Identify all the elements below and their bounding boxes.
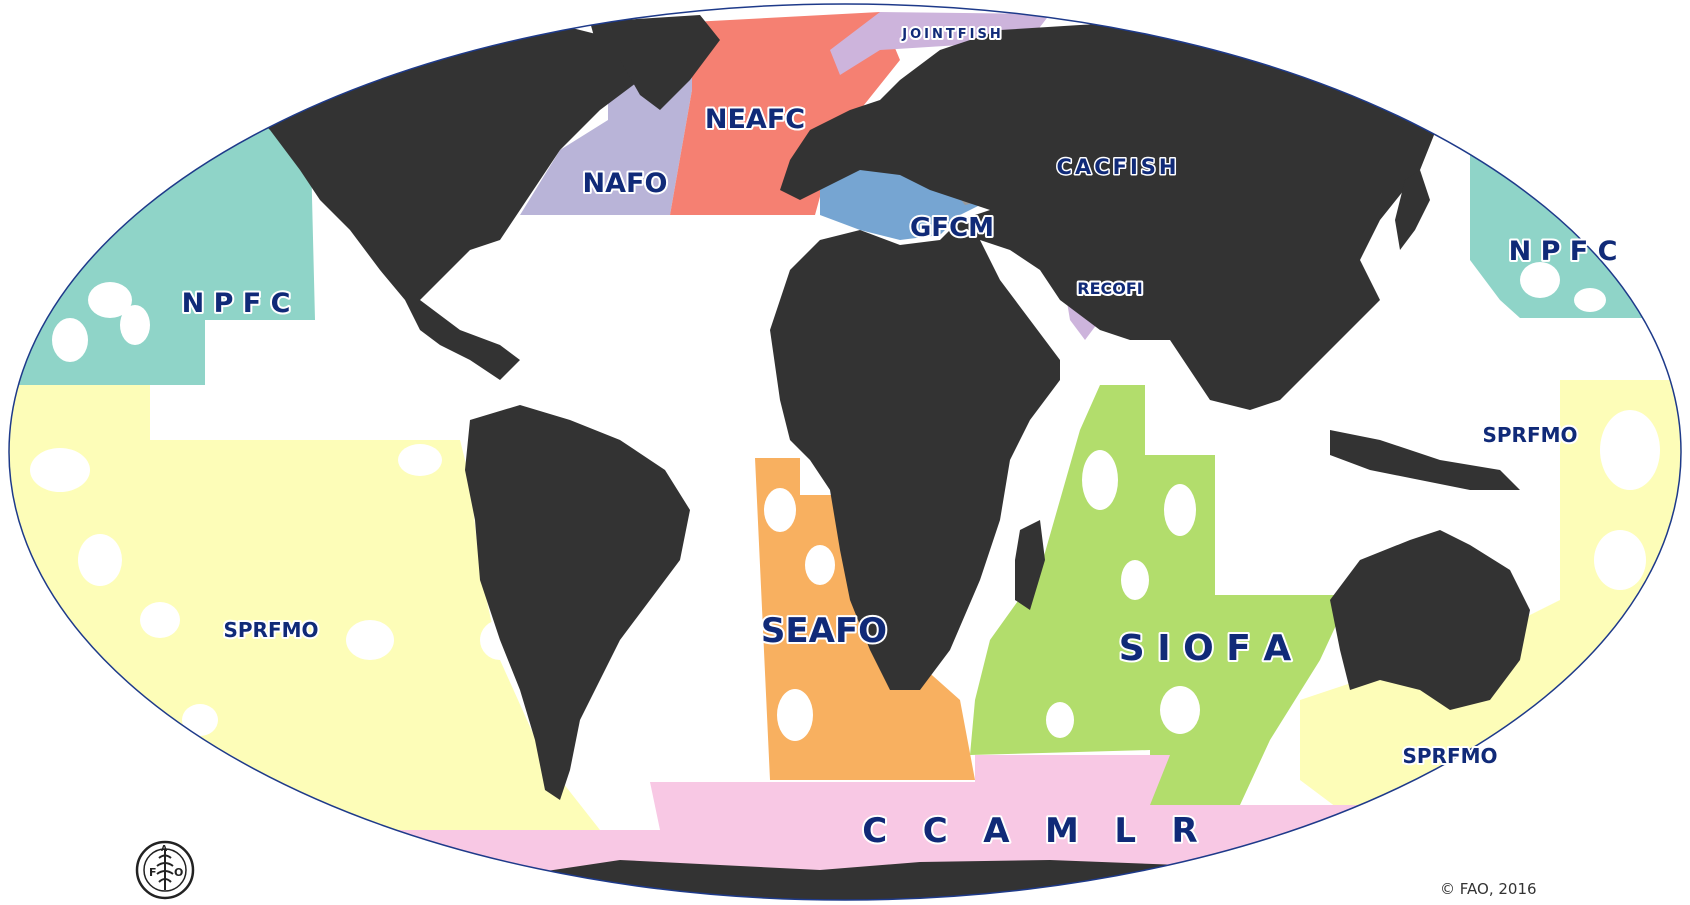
label-ccamlr: C C A M L R bbox=[862, 811, 1197, 851]
label-sprfmo-australia: SPRFMO bbox=[1402, 744, 1497, 768]
label-npfc-east: N P F C bbox=[1509, 236, 1618, 267]
land-south-america bbox=[465, 405, 690, 800]
label-seafo: SEAFO bbox=[761, 611, 887, 651]
svg-text:A: A bbox=[161, 844, 168, 853]
region-labels: JOINTFISH NEAFC NAFO CACFISH GFCM RECOFI… bbox=[180, 25, 1620, 853]
label-nafo: NAFO bbox=[583, 168, 668, 199]
label-neafc: NEAFC bbox=[705, 104, 805, 135]
land-greenland bbox=[590, 15, 720, 110]
svg-text:O: O bbox=[174, 866, 183, 879]
label-sprfmo-west: SPRFMO bbox=[1482, 423, 1577, 447]
label-npfc-west: N P F C bbox=[182, 288, 291, 319]
land-indonesia bbox=[1330, 430, 1520, 490]
region-npfc-east bbox=[1470, 110, 1681, 318]
label-siofa: S I O F A bbox=[1119, 628, 1292, 669]
land-australia bbox=[1330, 530, 1530, 710]
label-recofi: RECOFI bbox=[1077, 279, 1142, 298]
fao-logo: F O A bbox=[135, 840, 195, 900]
label-sprfmo-pacific: SPRFMO bbox=[223, 618, 318, 642]
land-north-america bbox=[230, 25, 640, 380]
land-masses bbox=[230, 15, 1610, 900]
land-eurasia-africa bbox=[770, 20, 1480, 690]
globe-outline bbox=[8, 3, 1682, 901]
label-jointfish: JOINTFISH bbox=[901, 27, 1003, 42]
label-gfcm: GFCM bbox=[910, 213, 994, 243]
land-japan bbox=[1395, 170, 1430, 250]
land-madagascar bbox=[1015, 520, 1045, 610]
svg-text:F: F bbox=[149, 866, 157, 879]
land-new-zealand bbox=[1575, 690, 1610, 760]
copyright-text: © FAO, 2016 bbox=[1440, 880, 1537, 898]
region-siofa bbox=[970, 385, 1350, 805]
region-jointfish bbox=[830, 12, 1050, 75]
label-cacfish: CACFISH bbox=[1057, 155, 1180, 179]
